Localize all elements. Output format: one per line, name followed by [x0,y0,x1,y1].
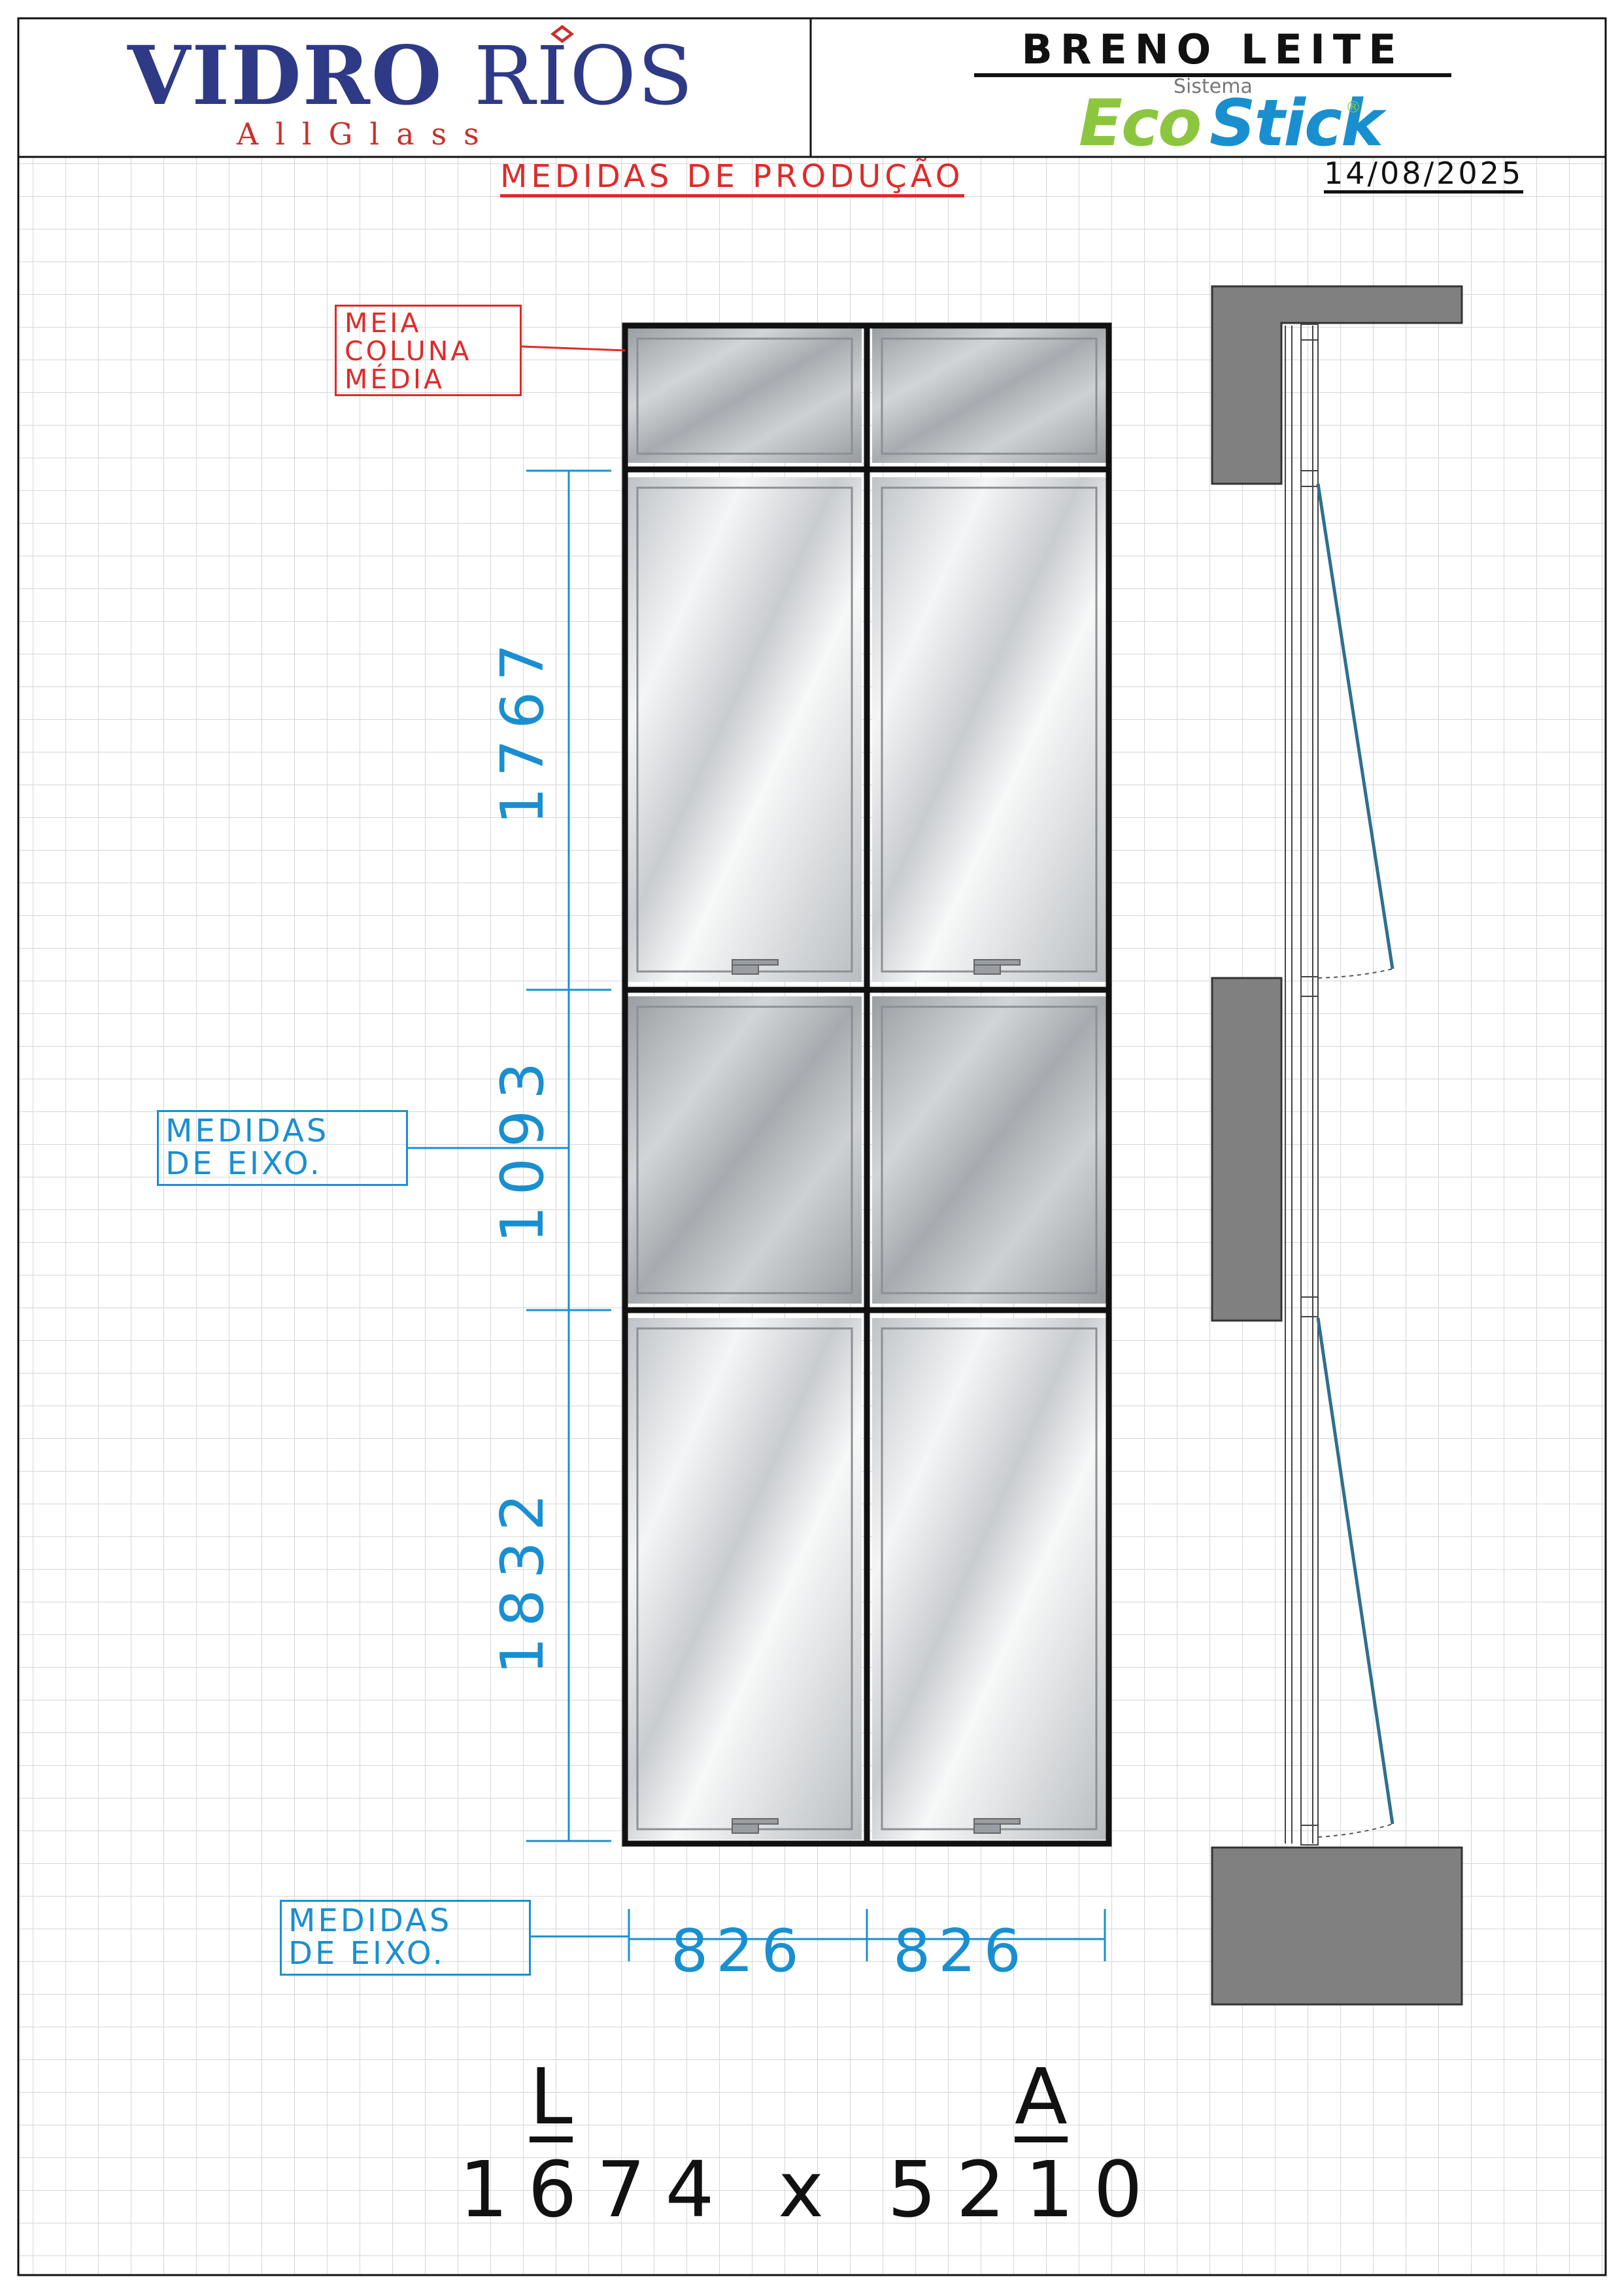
height-label: A [1015,2051,1068,2142]
section-view [1211,285,1463,2006]
registered-mark: ® [1345,98,1361,116]
drawing-date: 14/08/2025 [1324,157,1524,194]
system-prefix: Sistema [1174,75,1253,98]
glass-pane-top-left [628,328,862,463]
system-logo-eco: Eco [1079,86,1202,161]
handle-icon [973,1823,1001,1834]
half-column-leader [521,345,626,352]
axis-measures-callout-horizontal: MEDIDAS DE EIXO. [280,1900,531,1976]
glass-pane-middle-right [872,996,1106,1304]
glass-pane-lower-right [872,1318,1106,1840]
glass-pane-upper-left [628,477,862,982]
concrete-slab-top [1211,285,1463,485]
dimension-lines [408,469,1106,1961]
glass-pane-upper-right [872,477,1106,982]
logo-diamond-inner [555,29,569,39]
handle-icon [732,964,759,975]
glass-pane-lower-left [628,1318,862,1840]
handle-icon [732,1823,759,1834]
glass-pane-top-right [872,328,1106,463]
concrete-wall-middle [1211,977,1283,1322]
concrete-slab-bottom [1211,1846,1463,2006]
system-logo-stick: Stick [1209,86,1383,161]
client-name: BRENO LEITE [974,27,1451,78]
brand-name-bold: VIDRO [127,29,443,124]
half-column-callout: MEIA COLUNA MÉDIA [335,305,522,396]
page-title: MEDIDAS DE PRODUÇÃO [500,160,964,197]
header-brand-box [17,17,812,158]
width-dimension-right: 826 [893,1917,1029,1985]
overall-dimensions: 1674 x 5210 [459,2144,1162,2235]
brand-tagline: AllGlass [237,116,496,152]
window-elevation [622,322,1112,1847]
handle-icon [973,964,1001,975]
width-label: L [530,2051,573,2142]
axis-measures-callout-vertical: MEDIDAS DE EIXO. [157,1110,408,1186]
width-dimension-left: 826 [671,1917,807,1985]
height-dimension-middle: 1093 [488,1051,557,1243]
brand-name-light: RIOS [474,29,694,124]
height-dimension-upper: 1767 [488,633,557,825]
header-client-box [809,17,1607,158]
height-dimension-lower: 1832 [488,1483,557,1675]
glass-pane-middle-left [628,996,862,1304]
